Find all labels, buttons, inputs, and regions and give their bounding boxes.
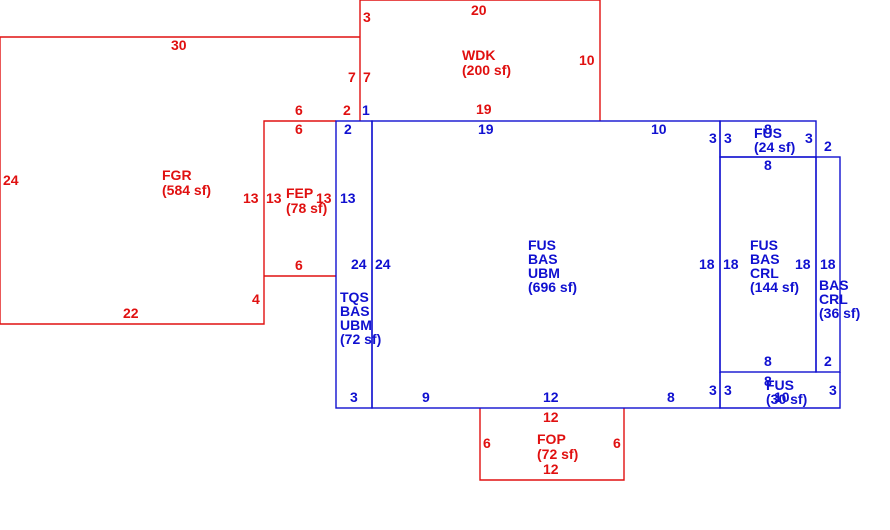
dimension-label: 2 (824, 353, 832, 369)
area-label: FOP(72 sf) (537, 431, 578, 462)
dimension-label: 13 (243, 190, 259, 206)
dimension-label: 18 (723, 256, 739, 272)
area-label: WDK(200 sf) (462, 47, 511, 78)
addition-outlines (335, 120, 841, 409)
dimension-label: 3 (805, 130, 813, 146)
dimension-label: 24 (375, 256, 391, 272)
dimension-label: 6 (295, 257, 303, 273)
fop-outline (479, 408, 625, 481)
dimension-label: 3 (709, 382, 717, 398)
dimension-label: 3 (709, 130, 717, 146)
fgr-outline (0, 36, 360, 325)
area-label: FUS(30 sf) (766, 377, 807, 407)
dimension-label: 19 (478, 121, 494, 137)
dimension-label: 24 (3, 172, 19, 188)
dimension-label: 7 (363, 69, 371, 85)
dimension-label: 10 (579, 52, 595, 68)
dimension-label: 8 (764, 121, 772, 137)
area-label: FUS(24 sf) (754, 125, 795, 155)
dimension-label: 10 (651, 121, 667, 137)
dimension-label: 20 (471, 2, 487, 18)
dimension-label: 1 (362, 102, 370, 118)
dimension-label: 7 (348, 69, 356, 85)
wdk-outline (359, 0, 601, 121)
dimension-label: 3 (724, 130, 732, 146)
dimension-label: 13 (340, 190, 356, 206)
dimension-label: 13 (316, 190, 332, 206)
dimension-label: 24 (351, 256, 367, 272)
tqs-bas-ubm-outline (335, 120, 373, 409)
dimension-label: 13 (266, 190, 282, 206)
dimension-label: 18 (795, 256, 811, 272)
dimension-label: 18 (699, 256, 715, 272)
dimension-label: 8 (764, 373, 772, 389)
dimension-label: 3 (829, 382, 837, 398)
dimension-label: 10 (774, 389, 790, 405)
dimension-label: 3 (350, 389, 358, 405)
dimension-label: 6 (295, 121, 303, 137)
dimension-label: 2 (343, 102, 351, 118)
dimension-label: 30 (171, 37, 187, 53)
dimension-label: 3 (363, 9, 371, 25)
dimension-label: 6 (483, 435, 491, 451)
dimension-label: 2 (824, 138, 832, 154)
fus-bottom-outline (719, 372, 841, 409)
area-label: FEP(78 sf) (286, 185, 327, 216)
dimension-label: 8 (764, 353, 772, 369)
dimension-label: 12 (543, 461, 559, 477)
dimension-label: 6 (295, 102, 303, 118)
dimension-label: 6 (613, 435, 621, 451)
existing-outlines (0, 0, 625, 481)
dimension-label: 12 (543, 409, 559, 425)
dimension-label: 8 (764, 157, 772, 173)
dimension-label: 22 (123, 305, 139, 321)
dimension-label: 12 (543, 389, 559, 405)
dimension-label: 4 (252, 291, 260, 307)
dimension-label: 2 (344, 121, 352, 137)
dimension-label: 18 (820, 256, 836, 272)
dimension-label: 19 (476, 101, 492, 117)
dimension-label: 3 (724, 382, 732, 398)
fep-outline (263, 120, 336, 277)
dimension-label: 9 (422, 389, 430, 405)
area-label: FGR(584 sf) (162, 167, 211, 198)
dimension-label: 8 (667, 389, 675, 405)
area-labels: FGR(584 sf) WDK(200 sf) FEP(78 sf) FOP(7… (162, 47, 860, 462)
dimension-labels: 30 24 22 4 13 13 13 6 6 6 20 10 3 7 7 19… (3, 2, 837, 477)
bas-crl-outline (815, 156, 841, 373)
